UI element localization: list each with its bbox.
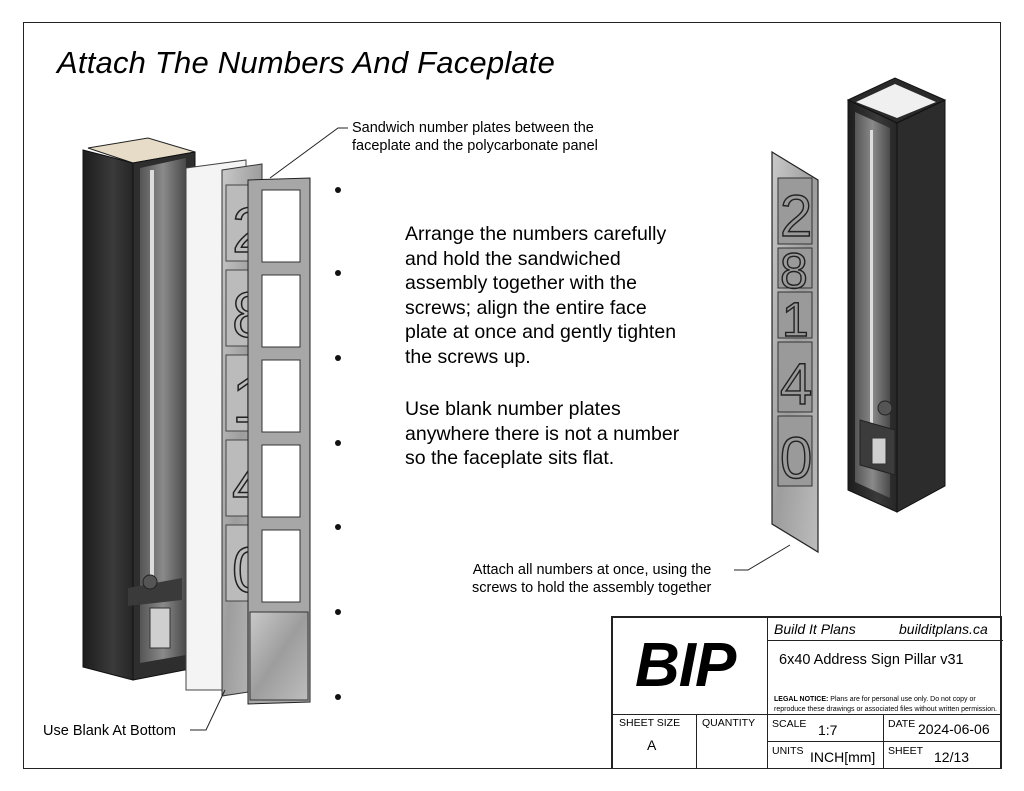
sheet-label: SHEET — [888, 745, 924, 757]
date-label: DATE — [888, 718, 916, 730]
right-digit-2: 8 — [780, 243, 808, 299]
drawing-border — [23, 22, 1001, 769]
instructions-paragraph-1: Arrange the numbers carefully and hold t… — [405, 222, 676, 369]
blank-bottom-note: Use Blank At Bottom — [43, 723, 176, 739]
sandwich-note-line1: Sandwich number plates between the — [352, 120, 594, 136]
sandwich-leader-line — [269, 127, 348, 179]
website: builditplans.ca — [899, 621, 988, 637]
units-value: INCH[mm] — [810, 749, 876, 765]
bip-logo: BIP — [635, 631, 736, 700]
sheet-size-cell: SHEET SIZE A — [612, 714, 697, 769]
instruction-line: assembly together with the — [405, 272, 637, 294]
legal-notice: LEGAL NOTICE: Plans are for personal use… — [774, 695, 999, 715]
sandwich-note-line2: faceplate and the polycarbonate panel — [352, 138, 598, 154]
instruction-line: so the faceplate sits flat. — [405, 447, 615, 469]
right-digit-1: 2 — [780, 184, 812, 249]
legal-label: LEGAL NOTICE: — [774, 696, 829, 703]
company-name: Build It Plans — [774, 621, 856, 637]
faceplate-frame — [247, 177, 311, 705]
page-title: Attach The Numbers And Faceplate — [57, 45, 556, 80]
blank-leader-line — [190, 689, 226, 731]
logo-cell: BIP — [612, 617, 768, 715]
instruction-line: Arrange the numbers carefully — [405, 223, 667, 245]
quantity-label: QUANTITY — [702, 717, 756, 729]
units-label: UNITS — [772, 745, 804, 757]
right-digit-3: 1 — [782, 294, 809, 347]
left-pillar-enclosure — [82, 137, 196, 681]
attach-note-line1: Attach all numbers at once, using the — [472, 562, 712, 578]
right-pillar-enclosure — [846, 77, 947, 513]
info-cell: Build It Plans builditplans.ca 6x40 Addr… — [767, 617, 1003, 715]
title-block: BIP Build It Plans builditplans.ca 6x40 … — [611, 616, 1003, 769]
sheet-size-label: SHEET SIZE — [619, 717, 681, 729]
instruction-line: anywhere there is not a number — [405, 422, 680, 445]
drawing-title: 6x40 Address Sign Pillar v31 — [779, 652, 964, 668]
right-digit-4: 4 — [780, 352, 812, 417]
units-cell: UNITS INCH[mm] — [767, 741, 884, 769]
sheet-size-value: A — [647, 737, 657, 753]
instruction-line: Use blank number plates — [405, 398, 621, 420]
scale-value: 1:7 — [818, 722, 838, 738]
instruction-line: screws; align the entire face — [405, 296, 647, 319]
instruction-line: the screws up. — [405, 345, 531, 368]
screws — [335, 187, 341, 700]
date-cell: DATE 2024-06-06 — [883, 714, 1002, 742]
quantity-cell: QUANTITY — [696, 714, 768, 769]
sheet-value: 12/13 — [934, 749, 970, 765]
attach-leader-line — [734, 544, 791, 571]
instructions-paragraph-2: Use blank number plates anywhere there i… — [405, 397, 679, 471]
scale-label: SCALE — [772, 718, 807, 730]
legal-text-2: reproduce these drawings or associated f… — [774, 706, 997, 713]
assembled-faceplate: 2 8 1 4 0 — [771, 150, 819, 554]
instruction-line: and hold the sandwiched — [405, 247, 621, 270]
sheet-cell: SHEET 12/13 — [883, 741, 1002, 769]
scale-cell: SCALE 1:7 — [767, 714, 884, 742]
instruction-line: plate at once and gently tighten — [405, 321, 677, 343]
right-digit-5: 0 — [780, 426, 812, 491]
attach-note-line2: screws to hold the assembly together — [472, 580, 712, 596]
date-value: 2024-06-06 — [918, 721, 990, 737]
legal-text-1: Plans are for personal use only. Do not … — [830, 696, 976, 703]
